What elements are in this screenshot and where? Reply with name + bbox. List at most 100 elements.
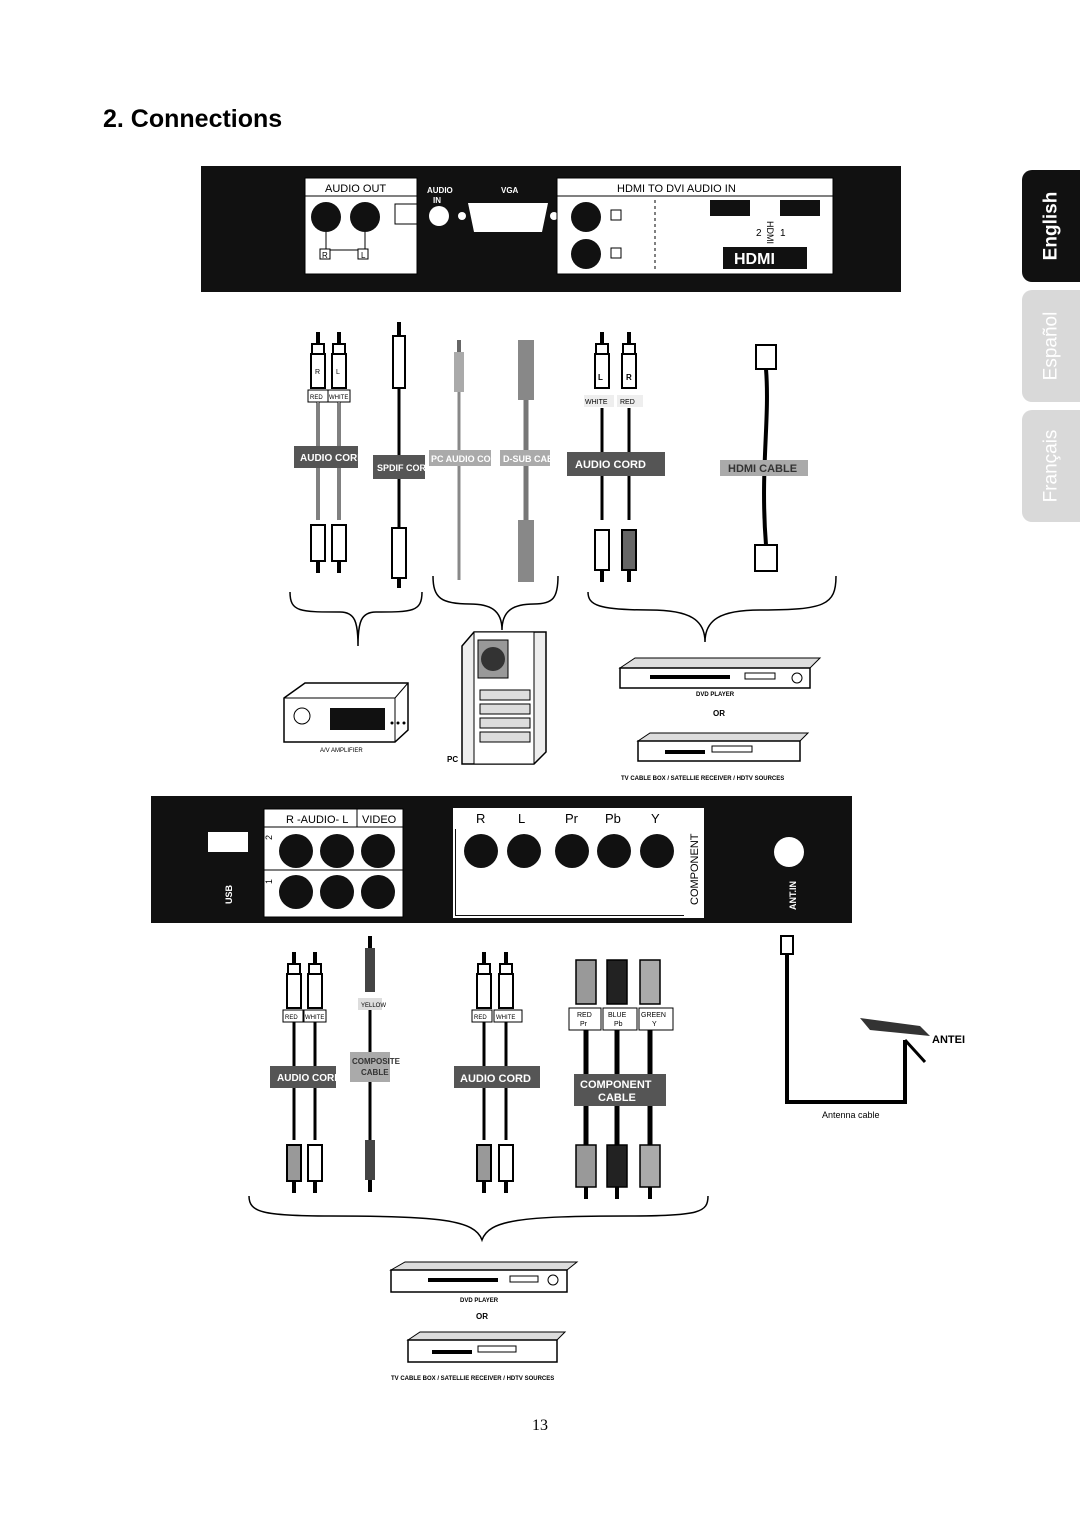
component-pb-jack[interactable]: [597, 834, 631, 868]
top-cables: R L RED WHITE AUDIO CORD SPDIF CORD: [294, 322, 808, 588]
component-cable-line1: COMPONENT: [580, 1079, 652, 1091]
audio-out-l-jack[interactable]: [350, 202, 380, 232]
audio-cord-1-label: AUDIO CORD: [300, 453, 364, 464]
av2-audio-r-jack[interactable]: [279, 834, 313, 868]
av-amplifier-label: A/V AMPLIFIER: [320, 748, 363, 754]
pc-illustration: PC: [447, 631, 547, 765]
component-r-label: R: [476, 811, 485, 826]
hdmi-port-2[interactable]: [710, 200, 750, 216]
audio-cord-2: L R WHITE RED AUDIO CORD: [567, 331, 665, 582]
av2-audio-l-jack[interactable]: [320, 834, 354, 868]
antenna-in-jack[interactable]: [774, 837, 804, 867]
component-r-jack[interactable]: [464, 834, 498, 868]
hdmi-dvi-audio-r-jack[interactable]: [571, 202, 601, 232]
dsub-cable-label: D-SUB CABLE: [503, 454, 565, 464]
tv-cable-box-top-label: TV CABLE BOX / SATELLIE RECEIVER / HDTV …: [621, 776, 784, 782]
antenna-label: ANTEI: [932, 1034, 965, 1046]
tv-cable-box-bottom-illustration: TV CABLE BOX / SATELLIE RECEIVER / HDTV …: [391, 1331, 567, 1382]
spdif-label: S/PDIF: [393, 257, 416, 264]
hdmi-dvi-audio-l-jack[interactable]: [571, 239, 601, 269]
antenna-cable-label: Antenna cable: [822, 1110, 880, 1120]
composite-cable-line1: COMPOSITE: [352, 1057, 401, 1066]
component-y-jack[interactable]: [640, 834, 674, 868]
hdmi-cable-label: HDMI CABLE: [728, 463, 797, 475]
composite-yellow-label: YELLOW: [361, 1003, 386, 1009]
tab-francais[interactable]: Français: [1022, 410, 1080, 522]
row-1-label: 1: [264, 879, 274, 884]
component-red-text: RED: [577, 1012, 592, 1019]
pc-label: PC: [447, 755, 458, 764]
av1-video-jack[interactable]: [361, 875, 395, 909]
av2-video-jack[interactable]: [361, 834, 395, 868]
component-pr-label: Pr: [565, 811, 579, 826]
antenna-illustration: ANTEI Antenna cable: [780, 935, 965, 1120]
component-pr-text: Pr: [580, 1021, 588, 1028]
top-devices: A/V AMPLIFIER PC DVD PLAYER OR: [283, 631, 822, 782]
audio-cord-1-r: R: [315, 369, 320, 376]
top-braces: [289, 575, 837, 647]
usb-label: USB: [224, 884, 234, 904]
hdmi-port-1[interactable]: [780, 200, 820, 216]
component-l-jack[interactable]: [507, 834, 541, 868]
component-cable-line2: CABLE: [598, 1092, 636, 1104]
top-rear-panel: AUDIO OUT R L S/PDIF AUDIO IN VGA HDMI T…: [201, 166, 901, 292]
bottom-or-label: OR: [476, 1312, 488, 1321]
ant-in-label: ANT.IN: [788, 881, 798, 910]
row-2-label: 2: [264, 835, 274, 840]
component-blue-pb-label: BLUE Pb: [608, 1012, 628, 1028]
audio-in-label: AUDIO IN: [427, 186, 455, 205]
audio-cord-1-white: WHITE: [329, 395, 348, 401]
spdif-cord-label: SPDIF CORD: [377, 463, 433, 473]
audio-cord-bottom-1-white: WHITE: [305, 1015, 324, 1021]
pc-audio-cord: PC AUDIO CORD: [429, 340, 504, 580]
video-label: VIDEO: [362, 814, 397, 826]
bottom-cables: RED WHITE AUDIO CORD YELLOW COMPOSITE CA…: [270, 935, 965, 1199]
vga-port[interactable]: [468, 203, 548, 232]
tab-espanol[interactable]: Español: [1022, 290, 1080, 402]
spdif-port[interactable]: [394, 203, 418, 225]
component-pb-label: Pb: [605, 811, 621, 826]
audio-out-r-jack[interactable]: [311, 202, 341, 232]
pc-audio-cord-label: PC AUDIO CORD: [431, 454, 504, 464]
audio-cord-2-red: RED: [620, 399, 635, 406]
composite-cable: YELLOW COMPOSITE CABLE: [350, 936, 401, 1192]
audio-cord-bottom-1: RED WHITE AUDIO CORD: [270, 951, 341, 1193]
page-number: 13: [532, 1417, 548, 1434]
component-red-pr-label: RED Pr: [577, 1012, 594, 1028]
dvd-player-bottom-illustration: DVD PLAYER OR: [389, 1261, 579, 1321]
component-green-y-label: GREEN Y: [641, 1012, 668, 1028]
hdmi-logo: [723, 247, 807, 269]
audio-cord-bottom-2: RED WHITE AUDIO CORD: [454, 951, 540, 1193]
hdmi-port-2-label: 2: [756, 228, 762, 239]
component-pr-jack[interactable]: [555, 834, 589, 868]
tv-cable-box-bottom-label: TV CABLE BOX / SATELLIE RECEIVER / HDTV …: [391, 1376, 554, 1382]
tab-english[interactable]: English: [1022, 170, 1080, 282]
audio-cord-bottom-2-white: WHITE: [496, 1015, 515, 1021]
audio-out-l-label: L: [361, 251, 366, 260]
av1-audio-r-jack[interactable]: [279, 875, 313, 909]
hdmi-cable: HDMI CABLE: [720, 344, 808, 572]
audio-cord-bottom-1-red: RED: [285, 1015, 298, 1021]
audio-cord-2-label: AUDIO CORD: [575, 459, 646, 471]
hdmi-dvi-label: HDMI TO DVI AUDIO IN: [617, 183, 736, 195]
audio-in-line1: AUDIO: [427, 186, 453, 195]
page-title: 2. Connections: [103, 105, 283, 133]
component-cable-label: COMPONENT CABLE: [580, 1079, 655, 1104]
component-cable: RED Pr BLUE Pb GREEN Y COMPONENT CABLE: [568, 959, 674, 1199]
audio-cord-bottom-1-label: AUDIO CORD: [277, 1073, 341, 1084]
dvd-player-top-label: DVD PLAYER: [696, 692, 735, 698]
audio-cord-2-white: WHITE: [585, 399, 608, 406]
dsub-cable: D-SUB CABLE: [500, 340, 565, 582]
audio-in-jack[interactable]: [429, 206, 449, 226]
hdmi-vertical-label: HDMI: [765, 221, 775, 244]
component-blue-text: BLUE: [608, 1012, 627, 1019]
bottom-brace: [248, 1195, 709, 1243]
audio-in-line2: IN: [433, 196, 441, 205]
av1-audio-l-jack[interactable]: [320, 875, 354, 909]
r-audio-l-label: R -AUDIO- L: [286, 814, 348, 826]
usb-port[interactable]: [208, 832, 248, 852]
audio-cord-1: R L RED WHITE AUDIO CORD: [294, 331, 364, 573]
dvd-player-bottom-label: DVD PLAYER: [460, 1298, 499, 1304]
tv-cable-box-top-illustration: TV CABLE BOX / SATELLIE RECEIVER / HDTV …: [621, 732, 810, 782]
